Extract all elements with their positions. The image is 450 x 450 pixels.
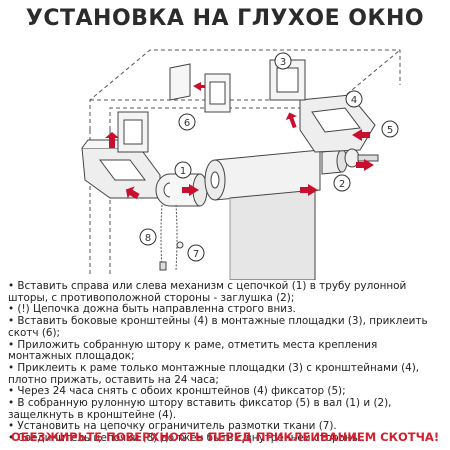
left-mounting-plate	[117, 111, 149, 153]
callout-2: 2	[333, 174, 351, 192]
warning-text: ОБЕЗЖИРЬТЕ ПОВЕРХНОСТЬ ПЕРЕД ПРИКЛЕИВАНИ…	[10, 430, 440, 444]
svg-text:8: 8	[145, 233, 151, 244]
instruction-5: • Приклеить к раме только монтажные площ…	[8, 361, 420, 386]
instruction-3: • Вставить боковые кронштейны (4) в монт…	[8, 315, 428, 339]
end-cap	[321, 149, 348, 175]
instruction-6: • Через 24 часа снять с обоих кронштейно…	[8, 385, 346, 398]
instruction-4: • Приложить собранную штору к раме, отме…	[8, 338, 378, 363]
svg-text:3: 3	[280, 57, 286, 68]
svg-text:5: 5	[387, 125, 393, 136]
callout-3: 3	[274, 52, 292, 70]
page-title: УСТАНОВКА НА ГЛУХОЕ ОКНО	[25, 6, 425, 31]
instruction-9: • Соединитель цепочки (8) должен быть с …	[8, 432, 364, 445]
arrows	[105, 82, 374, 200]
callout-7: 7	[187, 244, 205, 262]
left-bracket	[81, 139, 161, 199]
chain	[160, 204, 178, 271]
callout-8: 8	[139, 228, 157, 246]
instruction-7: • В собранную рулонную штору вставить фи…	[8, 397, 392, 421]
installation-diagram: 1 2 3 4 5 6 7 8	[81, 49, 401, 280]
right-bracket	[299, 94, 376, 153]
callout-4: 4	[345, 90, 363, 108]
instruction-1: • Вставить справа или слева механизм с ц…	[8, 280, 407, 304]
svg-text:4: 4	[351, 95, 357, 106]
svg-text:1: 1	[180, 166, 186, 177]
callout-6: 6	[178, 113, 196, 131]
chain-parts	[159, 241, 184, 271]
instructions-list: • Вставить справа или слева механизм с ц…	[8, 280, 444, 445]
svg-text:7: 7	[193, 249, 199, 260]
instruction-8: • Установить на цепочку ограничитель раз…	[8, 420, 337, 433]
fixator	[344, 148, 379, 168]
roller-blind	[204, 149, 321, 280]
tape-inset	[169, 63, 231, 113]
right-mounting-plate	[269, 59, 306, 101]
callout-5: 5	[381, 120, 399, 138]
svg-text:2: 2	[339, 179, 345, 190]
callout-1: 1	[174, 161, 192, 179]
instruction-2: • (!) Цепочка дожна быть направленна стр…	[8, 303, 296, 316]
svg-text:6: 6	[184, 118, 190, 129]
chain-mechanism	[155, 173, 208, 207]
